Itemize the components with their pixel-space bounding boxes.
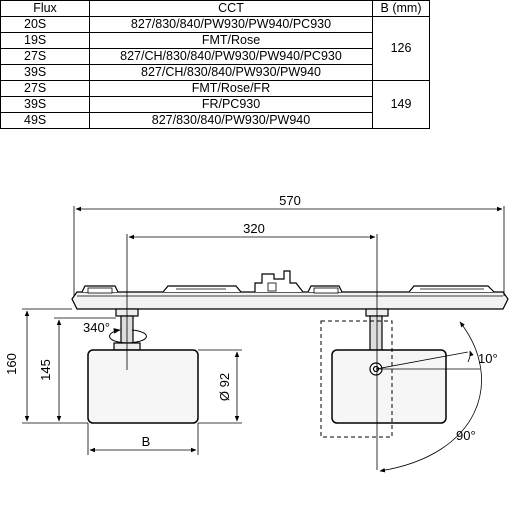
- cct-cell: 827/830/840/PW930/PW940: [89, 112, 373, 129]
- table-row: 39S 827/CH/830/840/PW930/PW940: [0, 64, 430, 81]
- dim-diameter: Ø 92: [217, 373, 232, 401]
- table-row: 49S 827/830/840/PW930/PW940: [0, 112, 430, 129]
- angle-10: 10°: [478, 351, 498, 366]
- dim-145: 145: [38, 359, 53, 381]
- flux-cell: 49S: [0, 112, 90, 129]
- dim-570: 570: [279, 193, 301, 208]
- flux-cell: 39S: [0, 64, 90, 81]
- angle-340: 340°: [83, 320, 110, 335]
- dimension-lines: [22, 206, 505, 473]
- flux-cell: 39S: [0, 96, 90, 113]
- track-rail: [71, 270, 509, 310]
- angle-90: 90°: [456, 428, 476, 443]
- dim-160: 160: [4, 353, 19, 375]
- cct-cell: FMT/Rose/FR: [89, 80, 373, 97]
- b-cell: 126: [372, 16, 430, 81]
- table-row: 27S 827/CH/830/840/PW930/PW940/PC930: [0, 48, 430, 65]
- spec-table: Flux CCT B (mm) 20S 827/830/840/PW930/PW…: [0, 0, 430, 129]
- cct-cell: 827/CH/830/840/PW930/PW940/PC930: [89, 48, 373, 65]
- table-row: 20S 827/830/840/PW930/PW940/PC930 126: [0, 16, 430, 81]
- cct-cell: 827/830/840/PW930/PW940/PC930: [89, 16, 373, 33]
- spotlight-right: [320, 308, 447, 438]
- dim-b: B: [142, 434, 151, 449]
- dim-320: 320: [243, 221, 265, 236]
- table-row: 27S FMT/Rose/FR 149: [0, 80, 430, 129]
- b-cell: 149: [372, 80, 430, 129]
